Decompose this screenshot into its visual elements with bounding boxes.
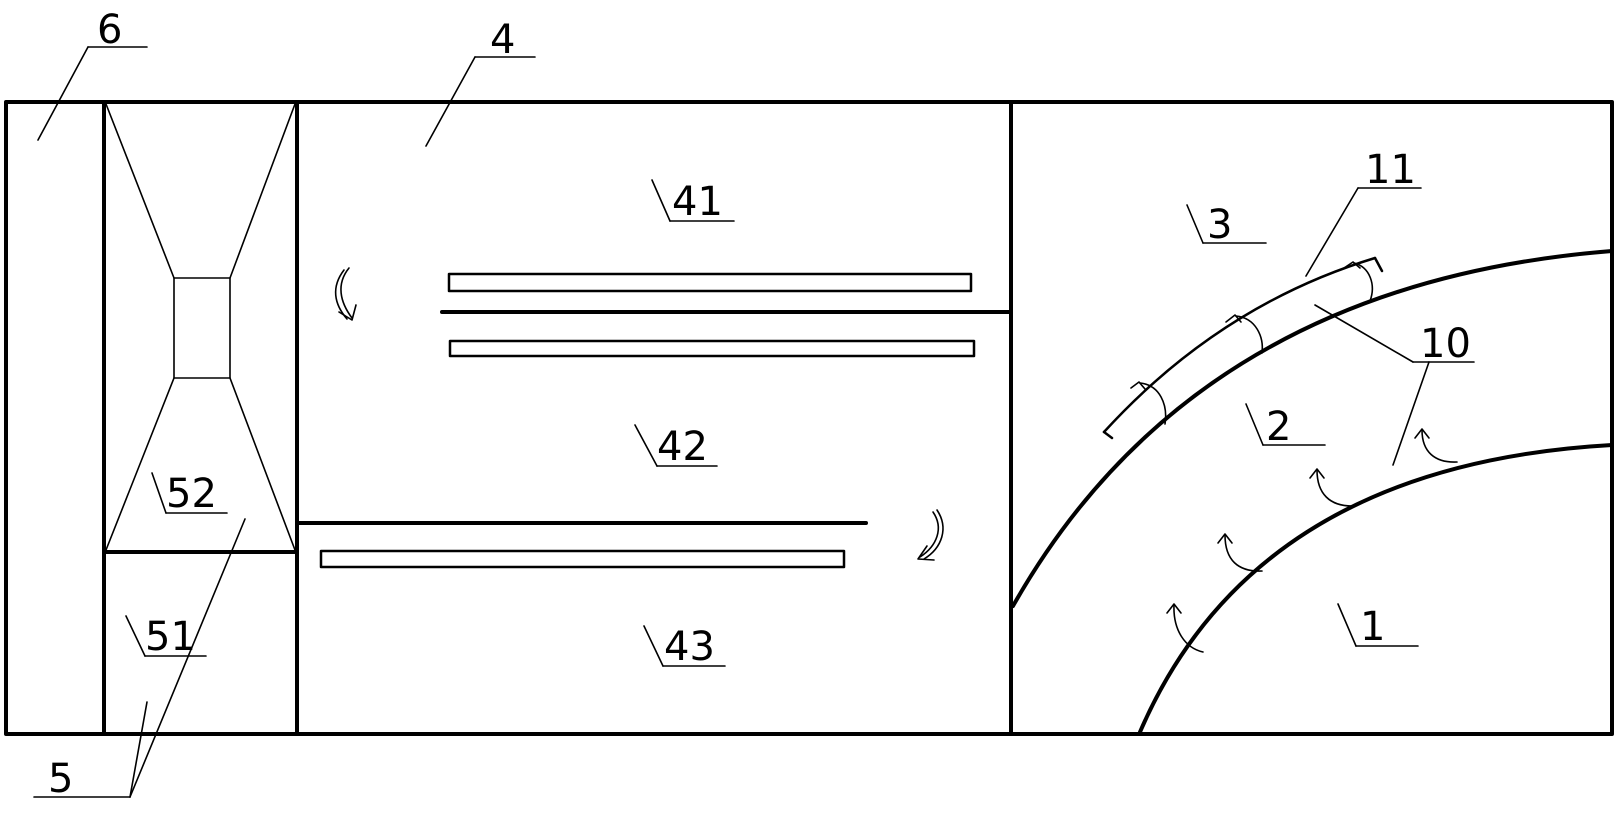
label-10: 10 — [1420, 321, 1471, 367]
part-11-plate — [1102, 256, 1384, 440]
venturi-funnel — [105, 103, 296, 551]
label-52: 52 — [166, 471, 217, 517]
flow-arrow-right — [917, 509, 944, 561]
label-3: 3 — [1207, 202, 1232, 248]
label-43: 43 — [664, 624, 715, 670]
label-6: 6 — [97, 7, 122, 53]
outer-wall-hooks — [1130, 261, 1374, 425]
label-42: 42 — [657, 424, 708, 470]
inner-wall-hooks — [1166, 428, 1458, 653]
label-1: 1 — [1360, 604, 1385, 650]
inner-curved-wall — [1138, 443, 1614, 734]
flow-arrow-left — [334, 267, 357, 321]
plate-42 — [448, 339, 976, 358]
label-2: 2 — [1266, 404, 1291, 450]
label-4: 4 — [490, 17, 515, 63]
label-5: 5 — [48, 756, 73, 802]
plate-41 — [447, 272, 973, 293]
plate-43 — [319, 549, 846, 569]
label-11: 11 — [1365, 147, 1416, 193]
outer-curved-wall — [1011, 249, 1614, 608]
outer-frame — [4, 100, 1614, 736]
label-41: 41 — [672, 179, 723, 225]
label-51: 51 — [145, 614, 196, 660]
leader-lines — [33, 46, 1475, 798]
